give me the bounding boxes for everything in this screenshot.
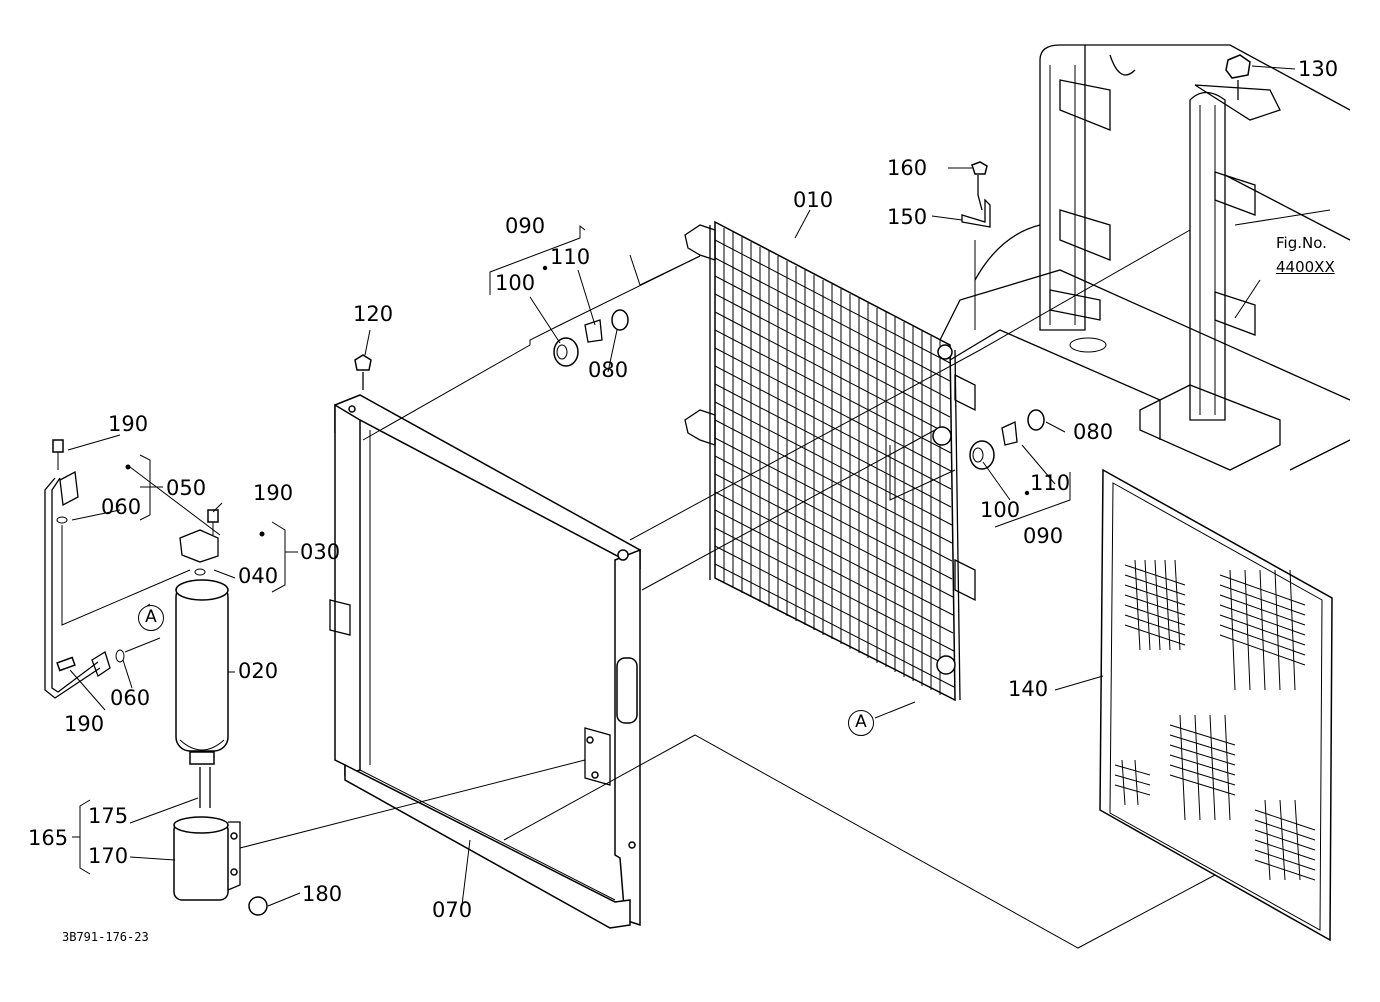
pipe-assembly bbox=[44, 439, 219, 699]
callout-050: 050 bbox=[166, 476, 207, 500]
callout-030: 030 bbox=[300, 540, 341, 564]
callout-110-upper: 110 bbox=[550, 245, 591, 269]
view-marker-a-right: A bbox=[848, 710, 874, 736]
callout-090-lower: 090 bbox=[1023, 524, 1064, 548]
callout-190-middle: 190 bbox=[253, 481, 294, 505]
callout-140: 140 bbox=[1008, 677, 1049, 701]
callout-010: 010 bbox=[793, 188, 834, 212]
view-marker-a-left: A bbox=[138, 605, 164, 631]
screen-net bbox=[1099, 468, 1333, 942]
figure-ref-number: 4400XX bbox=[1276, 258, 1335, 276]
receiver-dryer bbox=[173, 579, 268, 916]
callout-120: 120 bbox=[353, 302, 394, 326]
callout-110-lower: 110 bbox=[1030, 471, 1071, 495]
callout-080-lower: 080 bbox=[1073, 420, 1114, 444]
figure-ref-label: Fig.No. bbox=[1276, 234, 1327, 252]
frame bbox=[329, 394, 641, 929]
condenser bbox=[684, 220, 976, 702]
callout-070: 070 bbox=[432, 898, 473, 922]
callout-090-upper: 090 bbox=[505, 214, 546, 238]
callout-175: 175 bbox=[88, 804, 129, 828]
callout-170: 170 bbox=[88, 844, 129, 868]
callout-190-lower: 190 bbox=[64, 712, 105, 736]
callout-080-upper: 080 bbox=[588, 358, 629, 382]
callout-160: 160 bbox=[887, 156, 928, 180]
callout-060-upper: 060 bbox=[101, 495, 142, 519]
callout-060-lower: 060 bbox=[110, 686, 151, 710]
callout-150: 150 bbox=[887, 205, 928, 229]
callout-020: 020 bbox=[238, 659, 279, 683]
machine-frame bbox=[939, 44, 1351, 471]
callout-100-upper: 100 bbox=[495, 271, 536, 295]
document-code: 3B791-176-23 bbox=[62, 930, 149, 944]
callout-190-upper: 190 bbox=[108, 412, 149, 436]
callout-040: 040 bbox=[238, 564, 279, 588]
callout-180: 180 bbox=[302, 882, 343, 906]
callout-100-lower: 100 bbox=[980, 498, 1021, 522]
mounting-hardware bbox=[354, 54, 1251, 561]
leader-lines bbox=[67, 65, 1296, 949]
callout-165: 165 bbox=[28, 826, 69, 850]
callout-130: 130 bbox=[1298, 57, 1339, 81]
